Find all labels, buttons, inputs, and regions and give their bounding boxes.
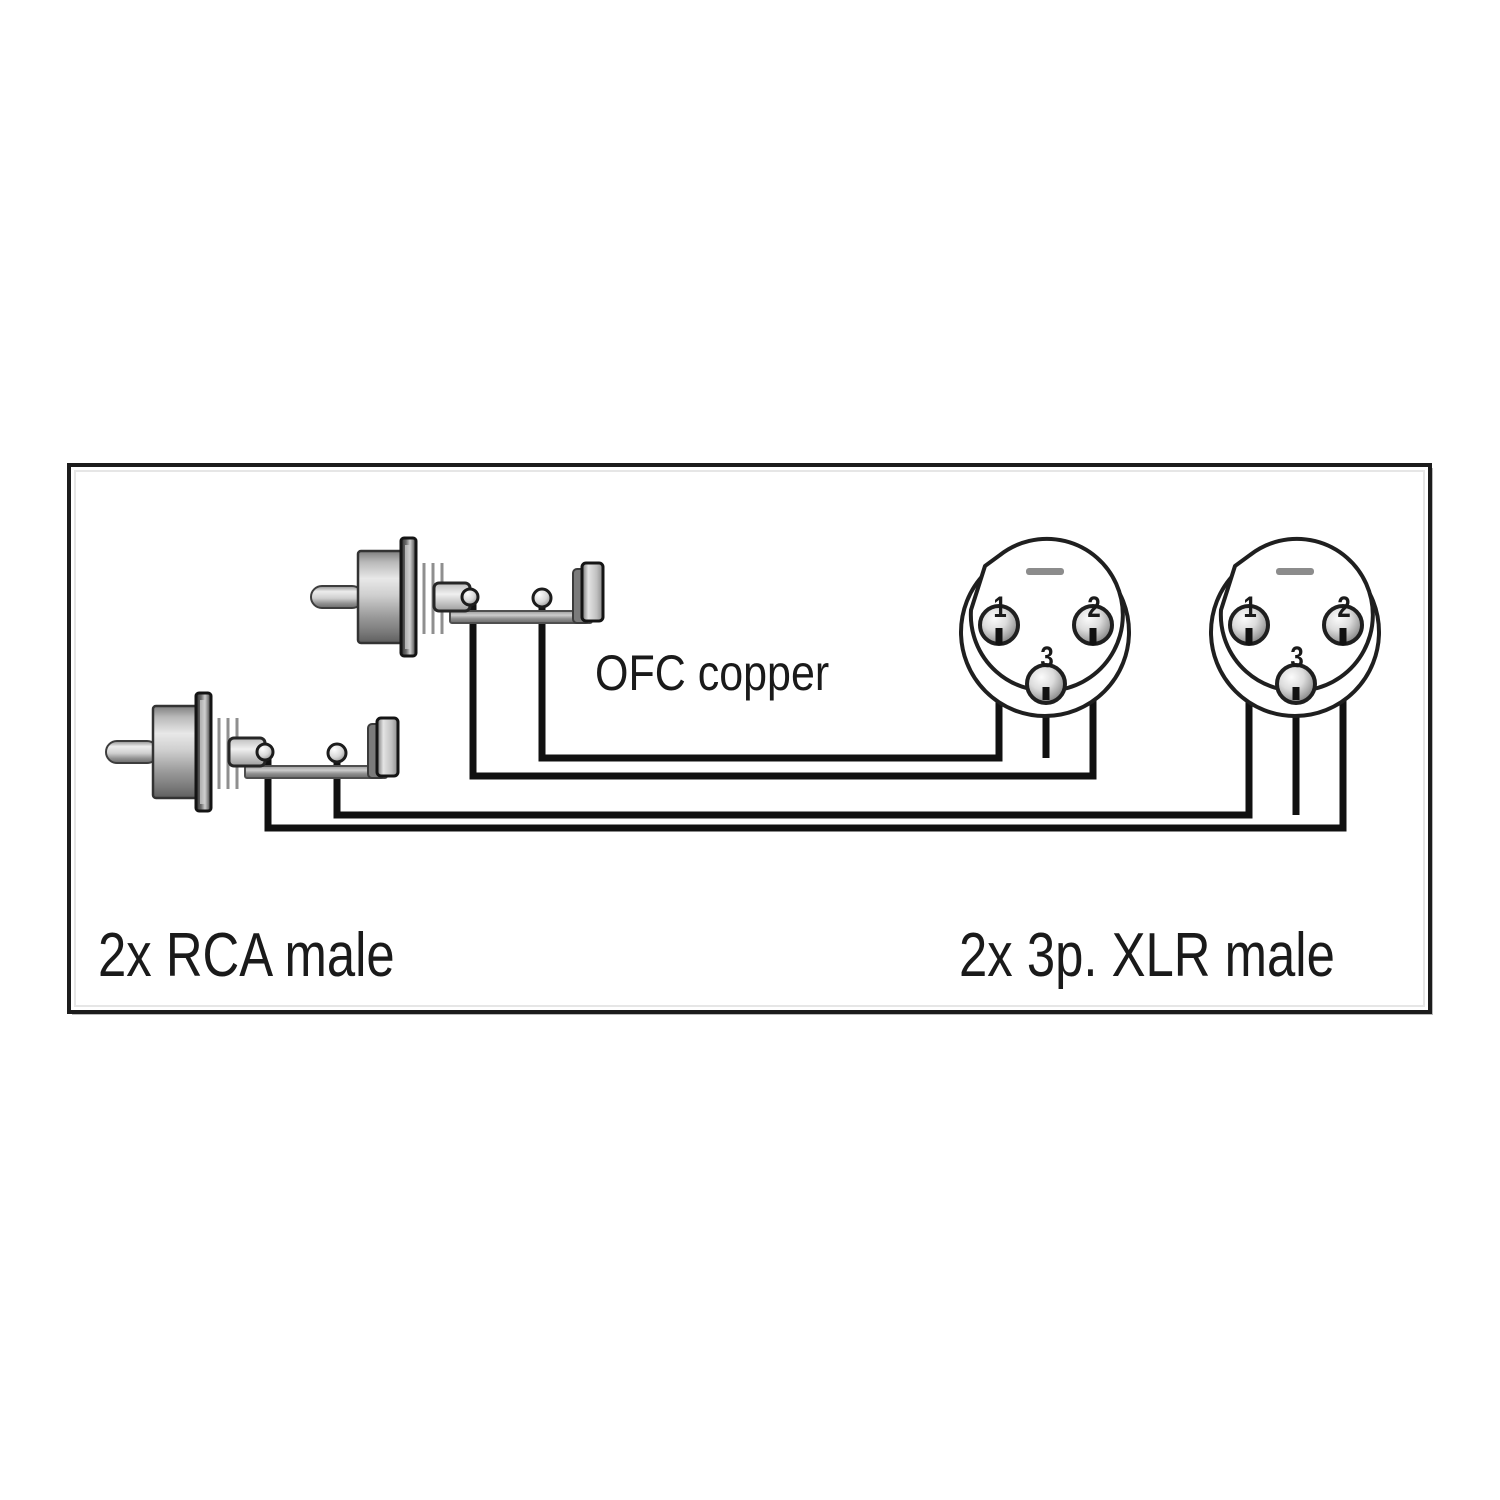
rca-center-pin xyxy=(310,585,364,609)
rca-barrel xyxy=(356,549,407,645)
xlr2-pin-label-2: 2 xyxy=(1337,591,1351,624)
rca-barrel xyxy=(151,704,202,800)
wire-b-signal xyxy=(264,637,1347,832)
rca-ground-solder-point xyxy=(326,742,348,764)
rca-rod xyxy=(244,765,388,779)
xlr-connector-1 xyxy=(959,536,1131,718)
xlr-connector-2 xyxy=(1209,536,1381,718)
xlr-pin-socket-3 xyxy=(1275,663,1317,705)
wire-pin-stubs xyxy=(995,628,1347,700)
rca-tip-solder-point xyxy=(460,587,480,607)
rca-connector-top xyxy=(310,536,605,658)
xlr2-pin-label-1: 1 xyxy=(1243,591,1257,624)
wire-b-ground xyxy=(333,637,1253,819)
xlr1-pin-label-3: 3 xyxy=(1040,641,1054,674)
right-connector-label: 2x 3p. XLR male xyxy=(959,921,1335,990)
xlr-alignment-dash xyxy=(1026,568,1064,575)
rca-center-pin xyxy=(105,740,159,764)
rca-tip-solder-point xyxy=(255,742,275,762)
left-connector-label: 2x RCA male xyxy=(98,921,395,990)
xlr-alignment-dash xyxy=(1276,568,1314,575)
xlr-pin-socket-3 xyxy=(1025,663,1067,705)
xlr1-pin-label-2: 2 xyxy=(1087,591,1101,624)
cable-type-label: OFC copper xyxy=(595,645,830,701)
rca-ground-solder-point xyxy=(531,587,553,609)
wire-a-signal xyxy=(469,600,1097,780)
xlr-inner-ring xyxy=(1218,536,1375,693)
xlr-inner-ring xyxy=(968,536,1125,693)
rca-connector-bottom xyxy=(105,691,400,813)
rca-rod xyxy=(449,610,593,624)
diagram-frame xyxy=(67,463,1433,1015)
rca-end-block xyxy=(580,561,605,623)
rca-end-block xyxy=(375,716,400,778)
xlr2-pin-label-3: 3 xyxy=(1290,641,1304,674)
xlr1-pin-label-1: 1 xyxy=(993,591,1007,624)
